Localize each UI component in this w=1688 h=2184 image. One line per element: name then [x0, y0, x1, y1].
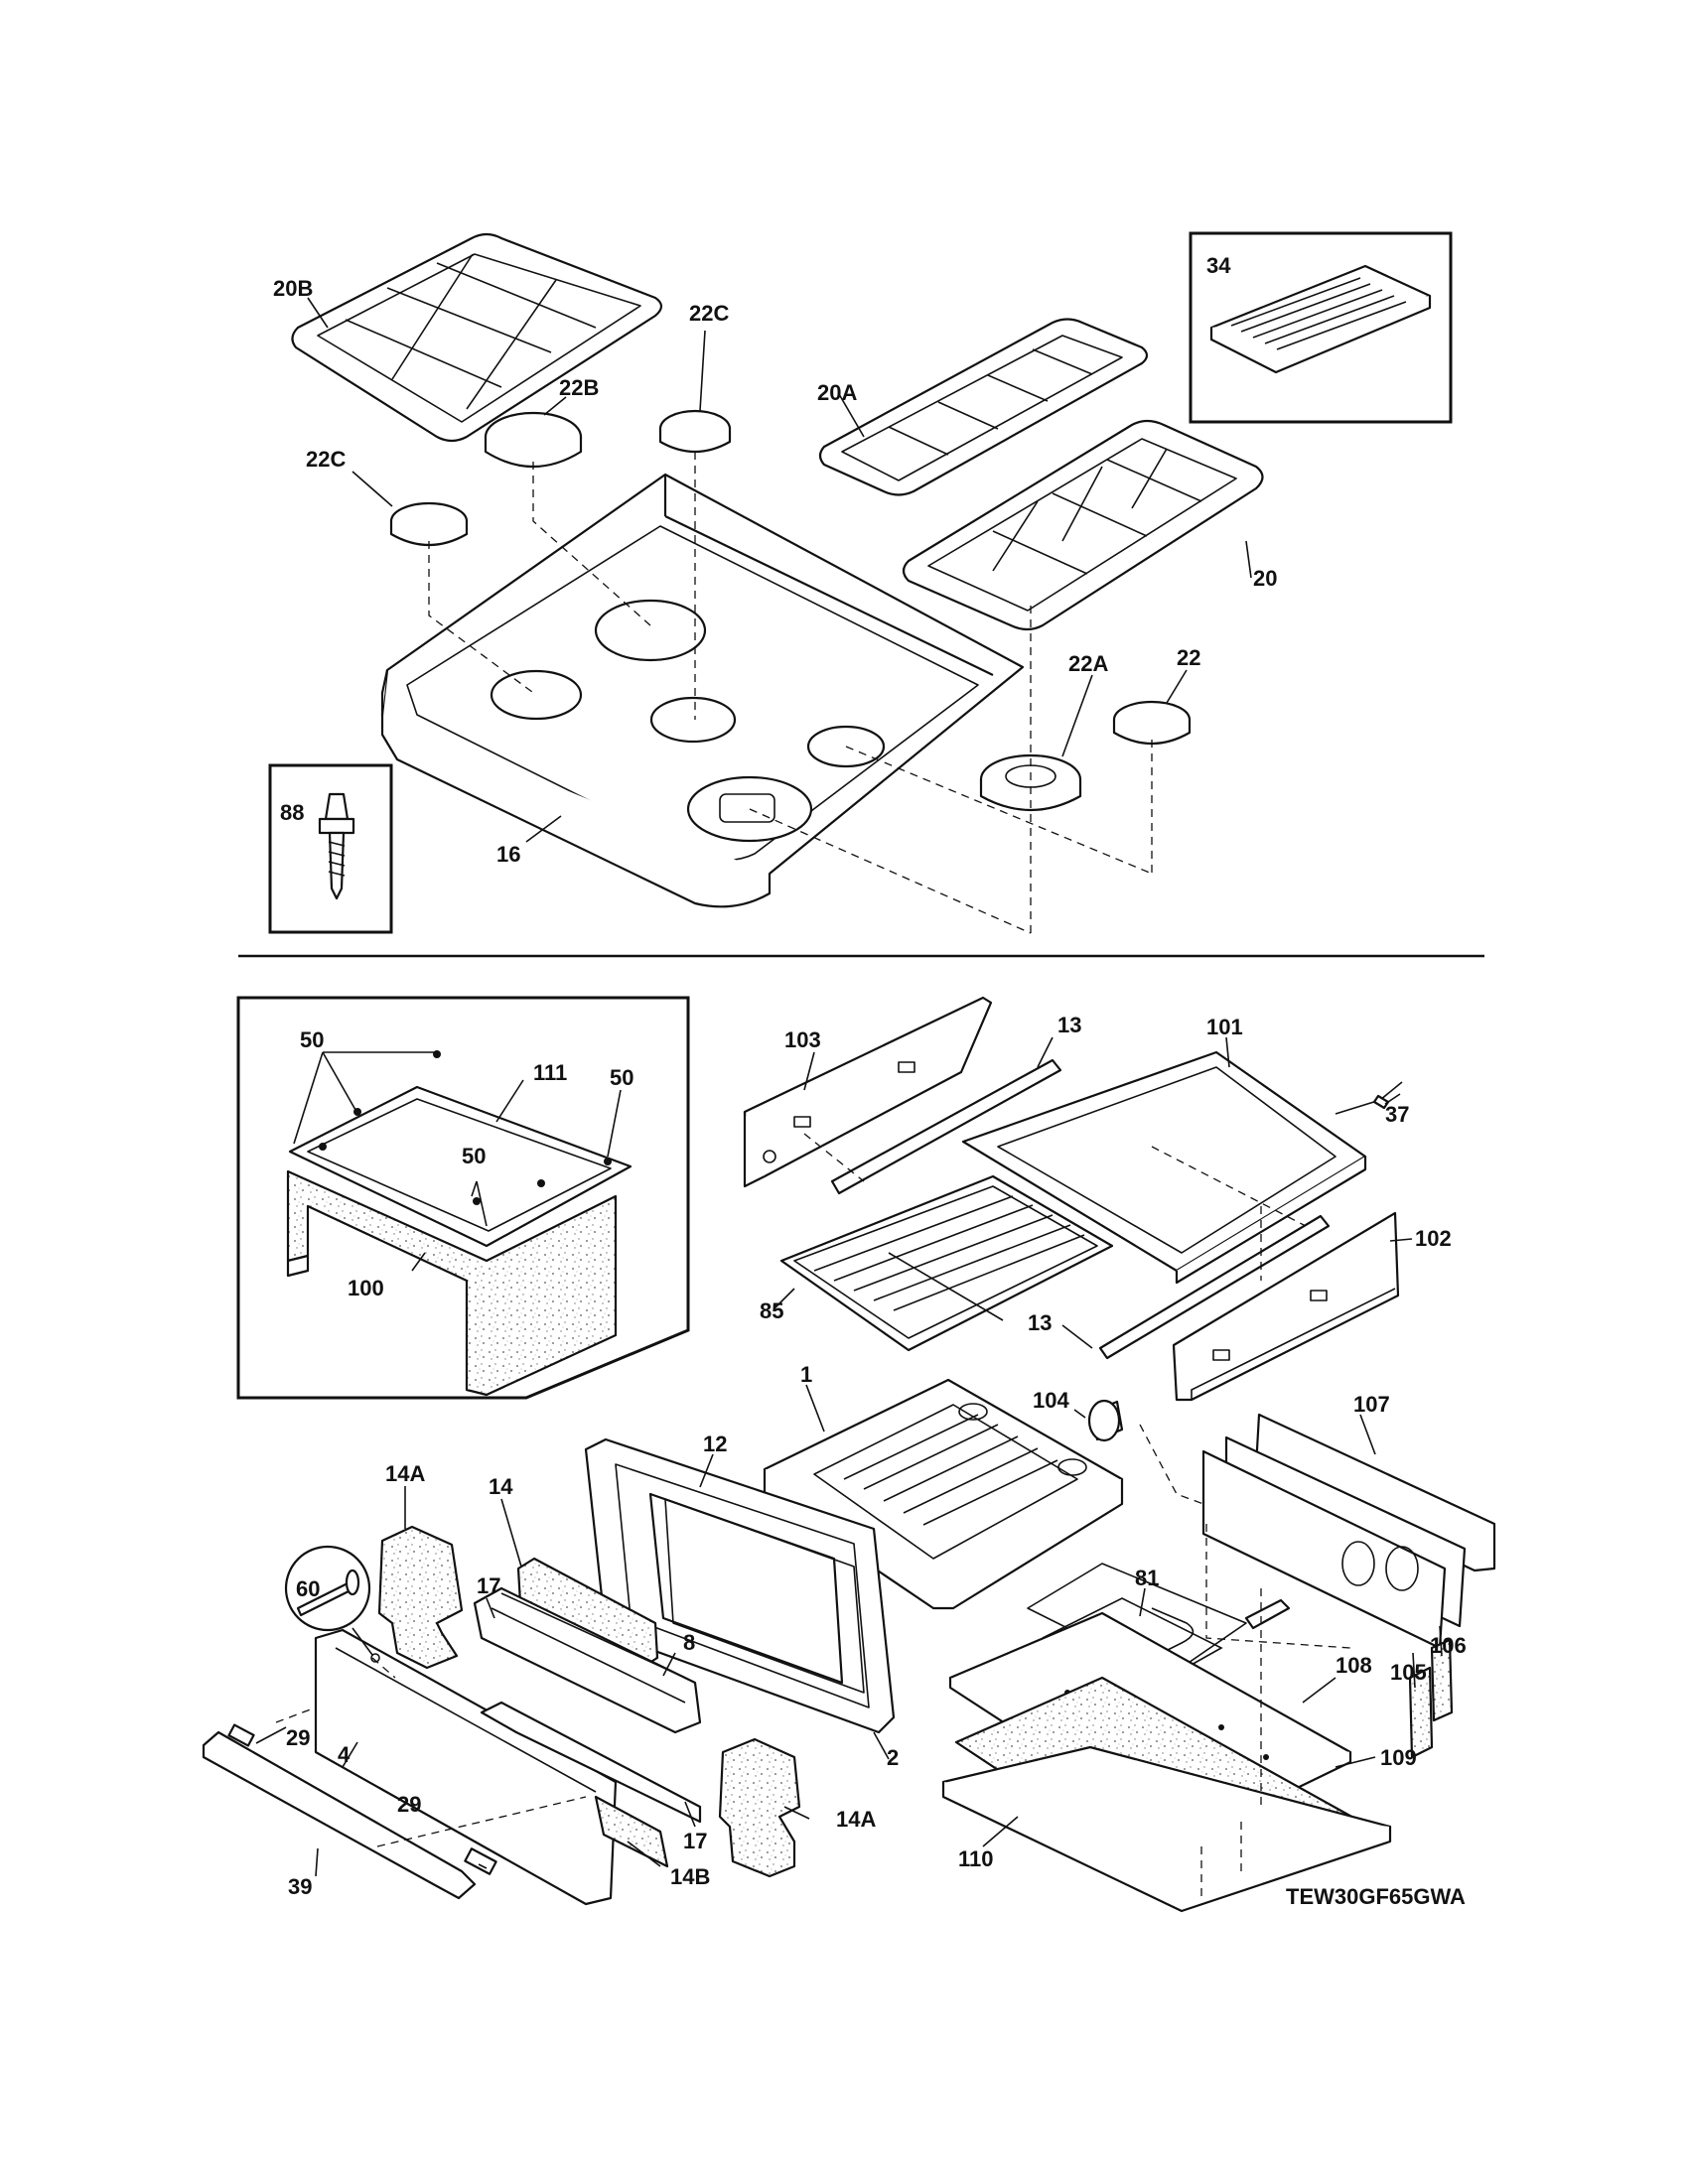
burner-cap-22c-right: [658, 409, 732, 453]
oven-rack-85: [779, 1174, 1114, 1352]
label-14b: 14B: [670, 1864, 710, 1889]
insulation-14a-left: [377, 1525, 464, 1670]
alignment-lines-upper: [428, 452, 1153, 934]
leader-lines: [255, 297, 1443, 1877]
label-14a-left: 14A: [385, 1461, 425, 1486]
burner-cap-22b: [484, 411, 583, 468]
label-105: 105: [1390, 1660, 1427, 1685]
label-8: 8: [683, 1630, 695, 1655]
side-panel-102: [1172, 1211, 1400, 1402]
oven-light-104: [1087, 1399, 1124, 1442]
side-insulation-105-106: [1408, 1638, 1454, 1759]
burner-cap-22c-left: [389, 501, 469, 547]
grate-20a: [818, 318, 1149, 496]
label-50-mid: 50: [462, 1144, 486, 1168]
label-104: 104: [1033, 1388, 1069, 1413]
label-29-right: 29: [397, 1792, 421, 1817]
door-inner-17-lower: [480, 1701, 702, 1868]
label-17-upper: 17: [477, 1573, 500, 1598]
oven-top-101: [961, 1050, 1367, 1285]
label-13-upper: 13: [1057, 1013, 1081, 1037]
label-102: 102: [1415, 1226, 1452, 1251]
label-12: 12: [703, 1432, 727, 1456]
label-22c-upper: 22C: [689, 301, 729, 326]
label-20b: 20B: [273, 276, 313, 301]
label-13-lower: 13: [1028, 1310, 1052, 1335]
rail-13-lower: [1098, 1214, 1331, 1360]
label-103: 103: [784, 1027, 821, 1052]
label-14: 14: [489, 1474, 513, 1499]
door-glass-8: [500, 1592, 686, 1679]
label-50-right: 50: [610, 1065, 633, 1090]
label-60: 60: [296, 1576, 320, 1601]
label-39: 39: [288, 1874, 312, 1899]
label-1: 1: [800, 1362, 812, 1387]
label-108: 108: [1336, 1653, 1372, 1678]
part-labels: 20B 22B 22C 20A 34 22C 20 22A 22 88 16 5…: [273, 253, 1467, 1899]
bottom-pan-110: [941, 1745, 1392, 1913]
door-gasket-12: [664, 1498, 865, 1694]
label-50-top: 50: [300, 1027, 324, 1052]
label-88: 88: [280, 800, 304, 825]
label-22: 22: [1177, 645, 1200, 670]
back-panel-107: [1201, 1413, 1496, 1650]
label-34: 34: [1206, 253, 1231, 278]
label-29-left: 29: [286, 1725, 310, 1750]
model-number: TEW30GF65GWA: [1286, 1884, 1466, 1909]
label-17-lower: 17: [683, 1829, 707, 1853]
burner-cap-22: [1112, 700, 1192, 746]
label-101: 101: [1206, 1015, 1243, 1039]
door-handle-39: [202, 1723, 497, 1900]
label-110: 110: [958, 1846, 994, 1871]
label-22b: 22B: [559, 375, 599, 400]
label-2: 2: [887, 1745, 899, 1770]
drawer-inset-box: [236, 996, 690, 1400]
label-4: 4: [338, 1742, 351, 1767]
side-panel-103: [743, 996, 993, 1188]
label-16: 16: [496, 842, 520, 867]
alignment-lines-lower: [275, 1133, 1351, 1896]
oven-liner-1: [763, 1378, 1124, 1610]
label-107: 107: [1353, 1392, 1390, 1417]
grate-20b: [291, 232, 663, 443]
cooktop-16: [380, 473, 1025, 908]
label-22a: 22A: [1068, 651, 1108, 676]
label-37: 37: [1385, 1102, 1409, 1127]
screw-inset-60: [284, 1545, 380, 1663]
label-20: 20: [1253, 566, 1277, 591]
grate-20: [902, 419, 1264, 631]
label-109: 109: [1380, 1745, 1417, 1770]
insulation-14a-right: [718, 1737, 801, 1878]
bolt-inset-box: [268, 763, 393, 934]
door-inner-17-upper: [473, 1586, 702, 1734]
label-85: 85: [760, 1298, 783, 1323]
label-106: 106: [1430, 1633, 1467, 1658]
label-22c-lower: 22C: [306, 447, 346, 472]
griddle-inset-box: [1189, 231, 1453, 424]
door-outer-4: [314, 1628, 618, 1906]
label-20a: 20A: [817, 380, 857, 405]
label-111: 111: [533, 1060, 567, 1085]
label-100: 100: [348, 1276, 384, 1300]
label-14a-right: 14A: [836, 1807, 876, 1832]
sensor-37: [1335, 1081, 1403, 1115]
label-81: 81: [1135, 1566, 1159, 1590]
rail-13-upper: [830, 1058, 1062, 1195]
